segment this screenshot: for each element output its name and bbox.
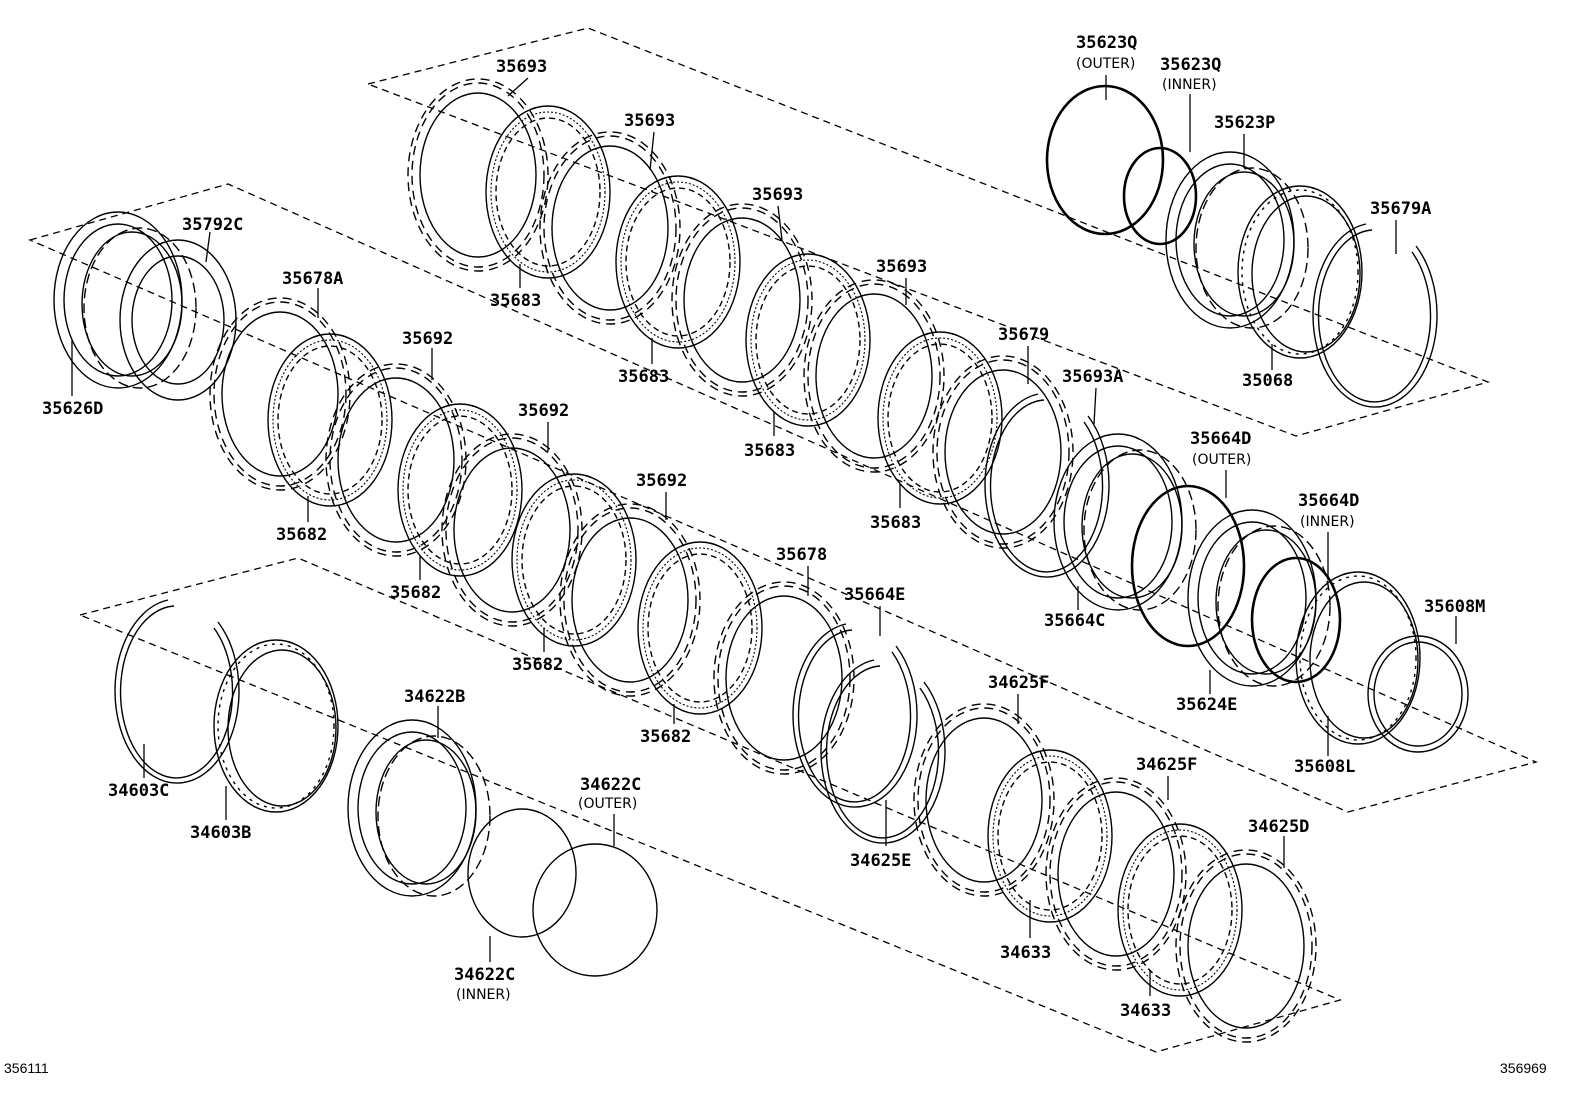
label-35678: 35678 [776, 545, 827, 565]
note-35664d-inner: (INNER) [1300, 514, 1355, 530]
clutch-plate-35693-b [539, 131, 681, 325]
clutch-disc-34633-b [1117, 823, 1243, 997]
label-35608l: 35608L [1294, 757, 1355, 777]
label-35626d: 35626D [42, 399, 103, 419]
note-35623q-outer: (OUTER) [1076, 56, 1135, 72]
snap-ring-35664e [792, 623, 918, 808]
label-35664d-inner: 35664D [1298, 491, 1359, 511]
label-35623q-outer: 35623Q [1076, 33, 1137, 53]
snap-ring-35608m [1367, 635, 1469, 753]
clutch-disc-35682-a [267, 333, 393, 507]
label-35683-b: 35683 [618, 367, 669, 387]
label-35682-a: 35682 [276, 525, 327, 545]
spring-retainer-35068 [1237, 185, 1363, 359]
label-35693-a: 35693 [496, 57, 547, 77]
piston-35664c [1053, 433, 1197, 611]
label-34625d: 34625D [1248, 817, 1309, 837]
label-35693-c: 35693 [752, 185, 803, 205]
label-35792c: 35792C [182, 215, 243, 235]
clutch-disc-34633-a [987, 749, 1113, 923]
upper-group-outline [365, 27, 1491, 437]
clutch-plate-34625f-b [1045, 777, 1187, 971]
clutch-disc-35683-a [485, 105, 611, 279]
note-34622c-inner: (INNER) [456, 987, 511, 1003]
label-35608m: 35608M [1424, 597, 1485, 617]
label-35664e: 35664E [844, 585, 905, 605]
label-35683-d: 35683 [870, 513, 921, 533]
label-35693-b: 35693 [624, 111, 675, 131]
label-34603c: 34603C [108, 781, 169, 801]
o-ring-34622c-inner [467, 808, 577, 938]
label-34625f-a: 34625F [988, 673, 1049, 693]
label-34625f-b: 34625F [1136, 755, 1197, 775]
label-34603b: 34603B [190, 823, 251, 843]
note-35623q-inner: (INNER) [1162, 77, 1217, 93]
clutch-plate-35679 [932, 355, 1074, 549]
o-ring-35623q-outer [1045, 84, 1165, 236]
note-35664d-outer: (OUTER) [1192, 452, 1251, 468]
label-35683-a: 35683 [490, 291, 541, 311]
label-35664c: 35664C [1044, 611, 1105, 631]
part-labels: 35693 35693 35693 35693 35683 35683 3568… [42, 33, 1485, 1021]
o-ring-35664d-outer [1130, 484, 1246, 648]
spring-retainer-34603b [213, 639, 339, 813]
label-35678a: 35678A [282, 269, 343, 289]
label-35623p: 35623P [1214, 113, 1275, 133]
label-35664d-outer: 35664D [1190, 429, 1251, 449]
label-34633-b: 34633 [1120, 1001, 1171, 1021]
lower-group-outline [77, 557, 1342, 1053]
label-34633-a: 34633 [1000, 943, 1051, 963]
leader-lines [71, 75, 1457, 996]
clutch-plate-35692-b [441, 433, 583, 627]
label-35679: 35679 [998, 325, 1049, 345]
label-35624e: 35624E [1176, 695, 1237, 715]
clutch-disc-35683-d [877, 331, 1003, 505]
label-35679a: 35679A [1370, 199, 1431, 219]
figure-code-left: 356111 [4, 1060, 49, 1076]
label-35683-c: 35683 [744, 441, 795, 461]
label-35692-b: 35692 [518, 401, 569, 421]
o-ring-35664d-inner [1250, 556, 1342, 684]
figure-code-right: 356969 [1500, 1060, 1547, 1076]
piston-35623p [1165, 151, 1309, 329]
clutch-plate-35692-c [559, 503, 701, 697]
middle-group-outline [28, 183, 1538, 813]
label-34622b: 34622B [404, 687, 465, 707]
clutch-disc-35683-c [745, 253, 871, 427]
spring-retainer-35608l [1295, 571, 1421, 745]
label-35623q-inner: 35623Q [1160, 55, 1221, 75]
piston-35624e [1187, 509, 1331, 687]
label-35693a: 35693A [1062, 367, 1123, 387]
snap-ring-34603c [114, 599, 240, 784]
clutch-plate-35678 [713, 581, 855, 775]
label-35682-b: 35682 [390, 583, 441, 603]
clutch-plate-35693-d [803, 279, 945, 473]
o-ring-35623q-inner [1122, 146, 1198, 246]
label-35692-c: 35692 [636, 471, 687, 491]
label-34622c-inner: 34622C [454, 965, 515, 985]
snap-ring-35679a [1312, 223, 1438, 408]
label-35692-a: 35692 [402, 329, 453, 349]
label-35682-c: 35682 [512, 655, 563, 675]
clutch-disc-35682-b [397, 403, 523, 577]
clutch-plate-35693-c [671, 203, 813, 397]
label-34625e: 34625E [850, 851, 911, 871]
label-35682-d: 35682 [640, 727, 691, 747]
drum-35626d [53, 211, 197, 389]
o-ring-34622c-outer [532, 843, 658, 977]
label-35693-d: 35693 [876, 257, 927, 277]
label-35068: 35068 [1242, 371, 1293, 391]
clutch-plate-35692-a [325, 363, 467, 557]
hub-35792c [119, 239, 237, 401]
note-34622c-outer: (OUTER) [578, 796, 637, 812]
label-34622c-outer: 34622C [580, 775, 641, 795]
